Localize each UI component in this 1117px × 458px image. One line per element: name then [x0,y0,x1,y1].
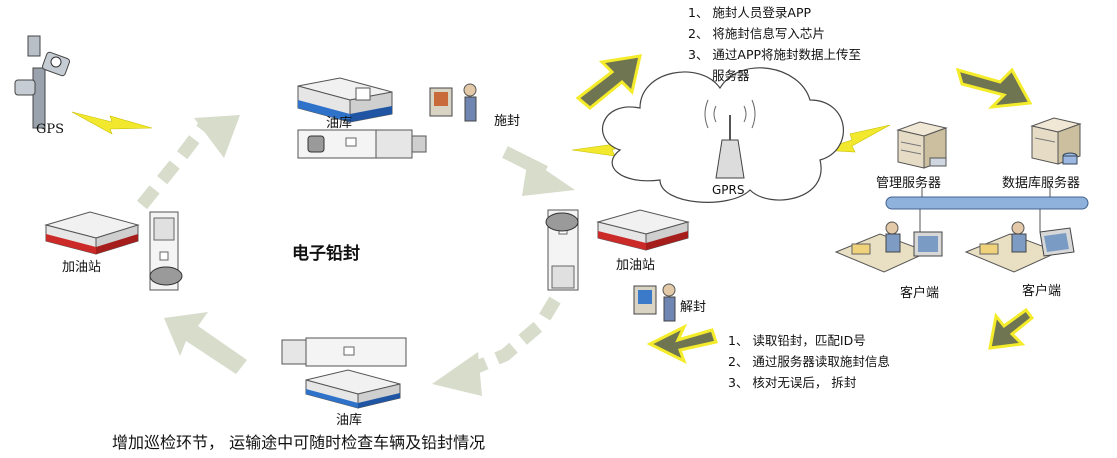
process-arrows [575,54,1035,365]
truck-top [297,129,427,159]
unseal-step: 2、 通过服务器读取施封信息 [728,354,890,369]
unseal-step: 1、 读取铅封，匹配ID号 [728,333,866,348]
cycle-arrow-bottom-left [164,312,247,374]
station-right-building [596,209,690,251]
seal-step: 2、 将施封信息写入芯片 [688,26,825,41]
footer-caption: 增加巡检环节， 运输途中可随时检查车辆及铅封情况 [112,433,486,452]
database-server [1030,117,1082,165]
db-server-label: 数据库服务器 [1002,176,1081,191]
unseal-steps-list: 1、 读取铅封，匹配ID号 2、 通过服务器读取施封信息 3、 核对无误后， 拆… [728,330,890,393]
cycle-arrows [136,115,575,396]
arrow-to-server [955,67,1033,109]
lightning-gps [71,111,153,135]
seal-steps-list: 1、 施封人员登录APP 2、 将施封信息写入芯片 3、 通过APP将施封数据上… [688,2,861,86]
management-server [896,121,948,169]
station-right-label: 加油站 [616,258,656,273]
cycle-arrow-head-top-right [522,158,575,196]
depot-top-label: 油库 [326,116,353,131]
station-left-building [44,211,140,255]
cycle-arrow-head-top-left [194,115,240,158]
seal-action-label: 施封 [494,114,521,129]
client-right-label: 客户端 [1022,284,1062,299]
station-left-label: 加油站 [62,260,102,275]
truck-right [545,209,579,291]
depot-bottom-label: 油库 [336,413,363,428]
arrow-upload [575,54,642,110]
seal-step: 1、 施封人员登录APP [688,5,812,20]
client-left-label: 客户端 [900,286,940,301]
cycle-arrow-head-bottom-right [432,352,482,396]
gprs-cloud [602,67,844,203]
unseal-person-icon [633,283,676,322]
client-left-desk [834,221,943,273]
client-right-desk [964,221,1075,273]
seal-step: 3、 通过APP将施封数据上传至 [688,47,862,62]
seal-step: 服务器 [712,68,750,83]
truck-left [149,211,183,291]
depot-bottom-building [305,369,401,409]
arrow-from-client [988,307,1035,350]
network-bus [885,187,1089,232]
mgmt-server-label: 管理服务器 [876,176,942,191]
unseal-step: 3、 核对无误后， 拆封 [728,375,857,390]
truck-bottom [281,337,407,367]
arrow-to-unseal [646,323,718,365]
unseal-action-label: 解封 [680,300,707,315]
gps-device [14,35,71,129]
depot-top-building [297,77,393,123]
seal-person-icon [429,83,477,122]
gprs-label: GPRS [712,183,745,197]
gps-label: GPS [36,122,65,137]
center-title: 电子铅封 [292,244,360,264]
